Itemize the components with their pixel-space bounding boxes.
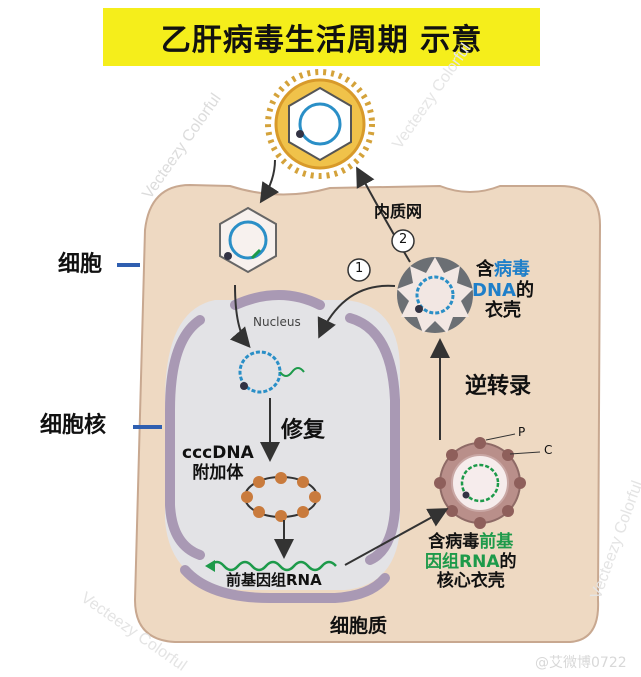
pgrna-core-part5: 核心衣壳: [436, 571, 505, 592]
rc-dna-icon: [238, 350, 305, 394]
nucleus-body: [165, 300, 400, 590]
p-pointer-line: [485, 433, 516, 441]
nucleus-membrane-bottom: [180, 565, 390, 603]
label-cytoplasm: 细胞质: [330, 615, 388, 637]
virus-dna-capsid-part3: DNA: [472, 279, 516, 301]
label-pgrna: 前基因组RNA: [226, 571, 322, 589]
watermark: Vecteezy Colorful: [389, 41, 474, 153]
nucleus-membrane-left: [165, 315, 205, 560]
label-cccdna: cccDNA 附加体: [182, 443, 254, 483]
label-pgrna-core: 含病毒前基 因组RNA的 核心衣壳: [425, 532, 517, 592]
step2-circle: [391, 229, 415, 253]
step1-circle: [347, 258, 371, 282]
mature-capsid-icon: [397, 257, 473, 333]
virus-dna-capsid-part2: 病毒: [493, 259, 530, 280]
cccdna-icon: [241, 472, 321, 522]
label-nucleus: 细胞核: [40, 413, 107, 438]
virus-dna-capsid-part1: 含: [475, 259, 494, 280]
c-pointer-line: [509, 451, 541, 455]
label-reverse-transcription: 逆转录: [465, 374, 532, 399]
pgrna-arrowhead: [205, 560, 215, 572]
arrow-virion-to-capsid: [259, 159, 280, 204]
label-c: C: [544, 443, 553, 457]
pgrna-wave: [209, 560, 337, 572]
nucleus-membrane-top: [230, 290, 325, 310]
arrow-recycle: [317, 284, 396, 339]
virus-dna-capsid-part4: 的: [515, 279, 534, 301]
label-repair: 修复: [281, 418, 326, 443]
label-p: P: [518, 425, 526, 439]
pgrna-core-part2: 前基: [479, 532, 514, 552]
label-er: 内质网: [374, 202, 423, 221]
label-cell: 细胞: [58, 252, 103, 277]
pgrna-core-part3: 因组RNA: [425, 551, 500, 572]
virion-icon: [265, 69, 375, 179]
label-step1: 1: [355, 261, 364, 276]
label-nucleus-en: Nucleus: [253, 315, 301, 329]
capsid-entering-icon: [219, 206, 277, 274]
page-title: 乙肝病毒生活周期 示意: [103, 8, 540, 66]
source-credit: @艾微博0722: [535, 655, 627, 671]
pgrna-core-part4: 的: [499, 551, 517, 572]
label-cccdna-line2: 附加体: [192, 462, 244, 483]
pgrna-core-part1: 含病毒: [428, 532, 480, 552]
arrow-capsid-to-nucleus: [229, 284, 251, 349]
virus-dna-capsid-part5: 衣壳: [484, 300, 521, 322]
label-virus-dna-capsid: 含病毒 DNA的 衣壳: [472, 259, 534, 322]
label-cccdna-line1: cccDNA: [182, 443, 254, 463]
nucleus-membrane-right: [345, 313, 400, 565]
core-particle-icon: [434, 437, 526, 529]
arrow-capsid-to-virion: [356, 166, 411, 263]
arrow-pgrna-to-core: [344, 508, 449, 566]
label-step2: 2: [399, 232, 408, 247]
